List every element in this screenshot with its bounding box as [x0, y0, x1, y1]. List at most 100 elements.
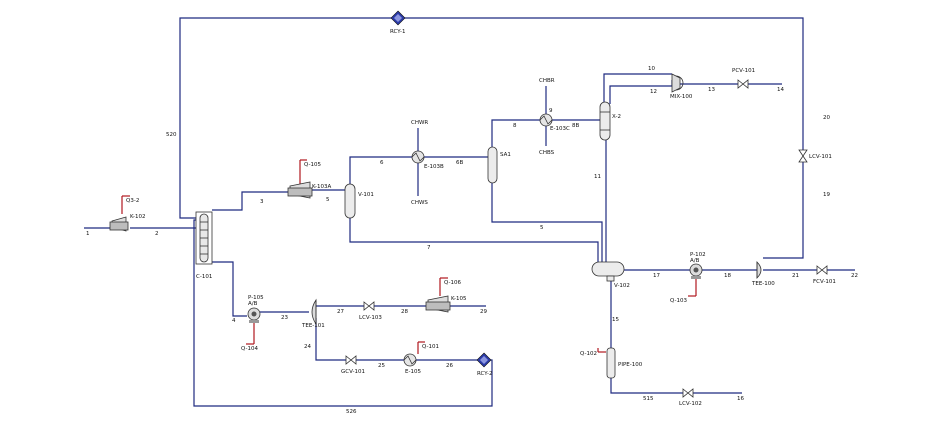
vessel-v101[interactable]	[344, 183, 356, 219]
label-chbr: CHBR	[539, 78, 555, 84]
stream-label-28: 28	[401, 309, 408, 315]
stream-label-11: 11	[594, 174, 601, 180]
tee-tee101[interactable]	[311, 298, 317, 326]
mixer-mix100[interactable]	[671, 73, 684, 93]
stream-label-2: 2	[155, 231, 159, 237]
stream-4[interactable]	[212, 261, 247, 317]
column-c101[interactable]	[195, 211, 213, 265]
label-gcv101: GCV-101	[341, 369, 365, 375]
label-q103: Q-103	[670, 298, 687, 304]
stream-label-15: 15	[612, 317, 619, 323]
vessel-x2[interactable]	[599, 101, 611, 141]
stream-label-8b: 8B	[572, 123, 579, 129]
stream-8[interactable]	[491, 119, 540, 150]
stream-label-21: 21	[792, 273, 799, 279]
stream-label-16: 16	[737, 396, 744, 402]
energy-streams	[121, 86, 697, 354]
stream-label-13: 13	[708, 87, 715, 93]
label-q3-2: Q3-2	[126, 198, 139, 204]
exchanger-e103b[interactable]	[411, 150, 425, 164]
compressor-k102[interactable]	[109, 216, 129, 232]
label-sa1: SA1	[500, 152, 511, 158]
stream-label-14: 14	[777, 87, 784, 93]
label-e103c: E-103C	[550, 126, 570, 132]
valve-lcv103[interactable]	[363, 301, 375, 311]
stream-label-23: 23	[281, 315, 288, 321]
exchanger-e105[interactable]	[403, 353, 417, 367]
stream-label-17: 17	[653, 273, 660, 279]
valve-pcv101[interactable]	[737, 79, 749, 89]
valve-lcv101[interactable]	[798, 149, 808, 163]
stream-7[interactable]	[349, 215, 599, 262]
stream-label-27: 27	[337, 309, 344, 315]
valve-lcv102[interactable]	[682, 388, 694, 398]
label-pipe100: PIPE-100	[618, 362, 643, 368]
stream-515[interactable]	[610, 376, 683, 394]
label-chws: CHWS	[411, 200, 428, 206]
stream-24[interactable]	[315, 318, 346, 361]
label-mix100: MIX-100	[670, 94, 693, 100]
pump-p102[interactable]	[689, 263, 703, 279]
compressor-k105[interactable]	[425, 295, 451, 313]
label-v102: V-102	[614, 283, 630, 289]
label-q101: Q-101	[422, 344, 439, 350]
stream-6[interactable]	[349, 156, 412, 190]
stream-label-5b: 5	[540, 225, 544, 231]
pump-p105[interactable]	[247, 307, 261, 323]
label-pcv101: PCV-101	[732, 68, 755, 74]
valve-gcv101[interactable]	[345, 355, 357, 365]
stream-labels: 1 2 3 4 5 6 7 8 5 6B 8B 9 10 11 12 13 14…	[86, 66, 858, 415]
stream-label-1: 1	[86, 231, 90, 237]
label-v101: V-101	[358, 192, 374, 198]
compressor-k103a[interactable]	[287, 181, 313, 199]
label-x2: X-2	[612, 114, 621, 120]
recycle-rcy1[interactable]	[390, 10, 406, 26]
label-p102: P-102	[690, 252, 706, 258]
pipe-segment-pipe100[interactable]	[606, 347, 616, 379]
vessel-sa1[interactable]	[487, 146, 498, 184]
label-chwr: CHWR	[411, 120, 428, 126]
stream-label-515: 515	[643, 396, 654, 402]
label-k103a: K-103A	[312, 184, 332, 190]
valve-fcv101[interactable]	[816, 265, 828, 275]
stream-label-22: 22	[851, 273, 858, 279]
stream-12[interactable]	[609, 80, 673, 104]
stream-10[interactable]	[603, 73, 672, 104]
exchanger-e103c[interactable]	[539, 113, 553, 127]
stream-19[interactable]	[763, 162, 804, 259]
stream-label-20: 20	[823, 115, 830, 121]
stream-label-4: 4	[232, 318, 236, 324]
stream-label-19: 19	[823, 192, 830, 198]
label-q102: Q-102	[580, 351, 597, 357]
label-c101: C-101	[196, 274, 212, 280]
label-p105-ab: A/B	[248, 301, 258, 307]
stream-5[interactable]	[310, 189, 351, 198]
tee-tee100[interactable]	[756, 261, 762, 279]
vessel-v102[interactable]	[591, 261, 625, 282]
stream-label-6: 6	[380, 160, 384, 166]
stream-label-6b: 6B	[456, 160, 463, 166]
label-e105: E-105	[405, 369, 421, 375]
stream-5b[interactable]	[491, 182, 603, 262]
label-tee100: TEE-100	[751, 281, 775, 287]
stream-label-9: 9	[549, 108, 553, 114]
stream-label-3: 3	[260, 199, 264, 205]
stream-label-526: 526	[346, 409, 357, 415]
stream-label-18: 18	[724, 273, 731, 279]
label-rcy1: RCY-1	[390, 29, 405, 35]
label-k105: K-105	[451, 296, 467, 302]
stream-8b[interactable]	[552, 110, 605, 121]
label-lcv101: LCV-101	[809, 154, 832, 160]
stream-3[interactable]	[212, 191, 290, 211]
stream-520[interactable]	[179, 17, 398, 219]
stream-label-7: 7	[427, 245, 431, 251]
label-lcv102: LCV-102	[679, 401, 702, 407]
label-fcv101: FCV-101	[813, 279, 836, 285]
stream-526[interactable]	[193, 219, 493, 407]
stream-20[interactable]	[398, 17, 804, 150]
label-lcv103: LCV-103	[359, 315, 382, 321]
recycle-rcy2[interactable]	[476, 352, 492, 368]
label-rcy2: RCY-2	[477, 371, 492, 377]
label-q105: Q-105	[304, 162, 321, 168]
material-streams	[84, 17, 855, 407]
